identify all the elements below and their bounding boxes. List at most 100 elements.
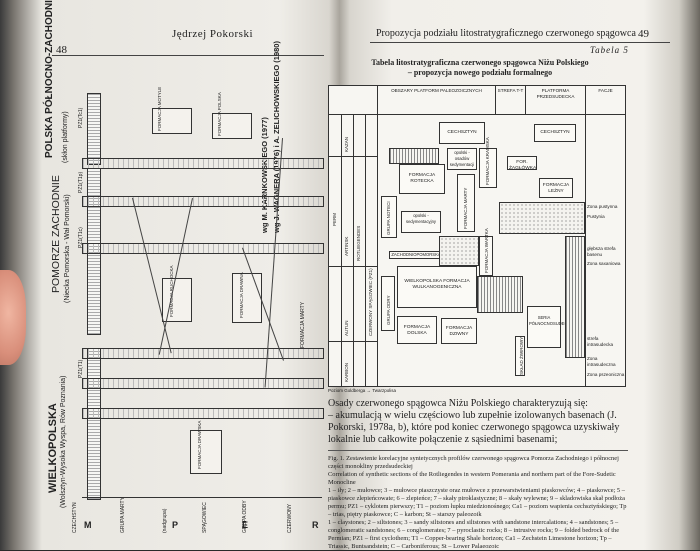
axis-vline-2	[353, 114, 354, 386]
figure-caption: Fig. 1. Zestawienie korelacyjne syntetyc…	[328, 455, 628, 551]
axis-perm: PERM	[332, 212, 337, 226]
header-rule	[52, 55, 324, 56]
marker-band-2	[82, 196, 324, 207]
right-running-header: Propozycja podziału litostratygraficzneg…	[376, 28, 636, 39]
marker-band-5	[82, 378, 324, 389]
left-page: 48 Jędrzej Pokorski WIELKOPOLSKA (Wolszt…	[42, 0, 332, 538]
strat-column-ppz	[87, 93, 101, 165]
region-ppz-sub: (skłon platformy)	[62, 111, 69, 163]
facies-7: Zona pszeoniczna	[587, 372, 625, 377]
axis-hline-1	[329, 156, 377, 157]
cell-czechstyn-b: CECHSZTYN	[534, 124, 576, 142]
hatch-1	[389, 148, 439, 164]
hatch-2	[477, 276, 523, 313]
axis-hline-2	[329, 266, 377, 267]
body-paragraph-2: – akumulacją w wielu częściowo lub zupeł…	[328, 410, 620, 445]
facies-6: Zona intrasudeczna	[587, 356, 616, 367]
left-running-header: Jędrzej Pokorski	[172, 28, 254, 40]
cell-marty: FORMACJA MARTY	[457, 174, 475, 232]
axis-vline-1	[341, 114, 342, 386]
region-wielkopolska: WIELKOPOLSKA	[47, 403, 59, 493]
system-label-m: M	[84, 520, 92, 530]
caption-legend: 1 – iły; 2 – mułowce; 3 – mułowce piaszc…	[328, 487, 627, 518]
cell-noteci: GRUPA NOTECI	[381, 196, 397, 238]
cell-dolska: FORMACJA DOLSKA	[397, 316, 437, 344]
caption-polish: Fig. 1. Zestawienie korelacyjne syntetyc…	[328, 455, 619, 470]
caption-separator	[328, 450, 628, 451]
system-label-r: R	[312, 520, 319, 530]
axis-vline-4	[377, 114, 378, 386]
marker-band-3	[82, 243, 324, 254]
bottom-label-grupa-odby: GRUPA ODBY	[242, 500, 248, 533]
label-formacja-marty: FORMACJA MARTY	[300, 301, 306, 348]
cell-opolski-2: opolski - sedymentacyjny	[401, 211, 441, 233]
strat-column-wielkopolska	[87, 348, 101, 500]
table-header-row: OBSZARY PLATFORM PALEOZOICZNYCH STREFA T…	[329, 86, 625, 115]
reference-1: wg M. KARNKOWSKIEGO (1977)	[260, 117, 269, 233]
cell-north-sudet: SERIA PÓŁNOCNOSUDECKA	[527, 306, 573, 348]
facies-5: strefa intrasudecka	[587, 336, 614, 347]
right-page-number: 49	[638, 28, 649, 40]
marker-band-6	[82, 408, 324, 419]
bottom-label-czerwony: CZERWONY	[287, 503, 293, 533]
strat-code-4: PZ1(Tc1)	[78, 107, 84, 128]
marker-band-1	[82, 158, 324, 169]
correlation-line-1	[132, 197, 172, 354]
col-header-facje: FACJE	[585, 86, 625, 114]
axis-vline-3	[365, 114, 366, 386]
axis-artinsk: ARTINSK	[344, 236, 349, 256]
col-header-platforma: PLATFORMA PRZEDSUDECKA	[525, 86, 585, 114]
table-label: Tabela 5	[590, 45, 629, 55]
facies-2: Pustynia	[587, 214, 605, 219]
caption-english: Correlation of synthetic sections of the…	[328, 471, 616, 486]
box-formacja-drawska: FORMACJA DRAWSKA	[190, 421, 222, 474]
thumb	[0, 270, 26, 365]
cell-zaglowka: FOR. ŻAGŁÓWKA	[507, 156, 537, 171]
strat-code-1: PZ1(T1p)	[78, 171, 84, 193]
table-footnote: Poziom Goldberga → Twarzpolisa	[328, 388, 396, 393]
dots-1	[499, 202, 585, 234]
facies-1: Zona pustynna	[587, 204, 618, 209]
axis-kazan: KAZAN	[344, 136, 349, 152]
cell-czechstyn-a: CECHSZTYN	[439, 122, 485, 144]
region-pomorze: POMORZE ZACHODNIE	[50, 175, 62, 293]
caption-legend-en: 1 – claystones; 2 – siltstones; 3 – sand…	[328, 519, 620, 550]
box-formacja-ruchocka: FORMACJA RUCHOCKA	[162, 265, 192, 322]
system-axis: M P E R	[82, 497, 322, 532]
cell-sk-eolian: SKŁAD ŻWIROWY	[515, 336, 525, 376]
region-pomorze-sub: (Niecka Pomorska - Wał Pomorski)	[64, 194, 71, 303]
stratigraphic-table: OBSZARY PLATFORM PALEOZOICZNYCH STREFA T…	[328, 85, 626, 387]
body-paragraph-1: Osady czerwonego spągowca Niżu Polskiego…	[328, 398, 588, 409]
cell-dziwna: FORMACJA DZIWNY	[441, 318, 477, 344]
strat-code-2: PZ1(T1c)	[78, 227, 84, 248]
axis-autun: AUTUN	[344, 320, 349, 337]
col-header-platforms: OBSZARY PLATFORM PALEOZOICZNYCH	[377, 86, 495, 114]
correlation-line-2	[158, 198, 193, 355]
hatch-3	[565, 236, 585, 358]
left-page-number: 48	[56, 44, 67, 56]
bottom-label-grupa-marty: GRUPA MARTY	[120, 497, 126, 533]
axis-hline-3	[329, 341, 377, 342]
facies-3: głębsza strefa basenu	[587, 246, 616, 257]
axis-rotliegendes: ROTLIEGENDES	[356, 225, 361, 261]
region-ppz: POLSKA PÓŁNOCNO-ZACHODNIA	[44, 0, 55, 158]
cell-opolski: opolski - osadów sedymentacji	[447, 148, 477, 170]
right-page: Propozycja podziału litostratygraficzneg…	[328, 18, 686, 550]
body-text: Osady czerwonego spągowca Niżu Polskiego…	[328, 398, 628, 446]
right-header-rule	[370, 42, 670, 43]
cell-zachodnio: ZACHODNIOPOMORSKA	[389, 251, 443, 259]
region-wielkopolska-sub: (Wolsztyn-Wysoka Wyspa, Rów Poznania)	[60, 375, 67, 508]
axis-karbon: KARBON	[344, 362, 349, 382]
dots-2	[439, 236, 479, 266]
cell-wielkopolska: WIELKOPOLSKA FORMACJA WULKANOGENICZNA	[397, 266, 477, 308]
facies-4: Zona saxaniowa	[587, 261, 621, 266]
box-formacja-drawna: FORMACJA DRAWNA	[232, 272, 262, 323]
bottom-label-spagowiec: SPĄGOWIEC	[202, 502, 208, 533]
strat-code-3: PZ1(T1)	[78, 359, 84, 378]
bottom-label-nadgrupa: (nadgrupa)	[162, 508, 168, 533]
col-header-tt: STREFA T-T	[495, 86, 525, 114]
cell-lezny: FORMACJA LEŻNY	[539, 178, 573, 198]
cell-wartka: FORMACJA WARTKA	[479, 228, 493, 276]
system-label-e: E	[242, 520, 249, 530]
